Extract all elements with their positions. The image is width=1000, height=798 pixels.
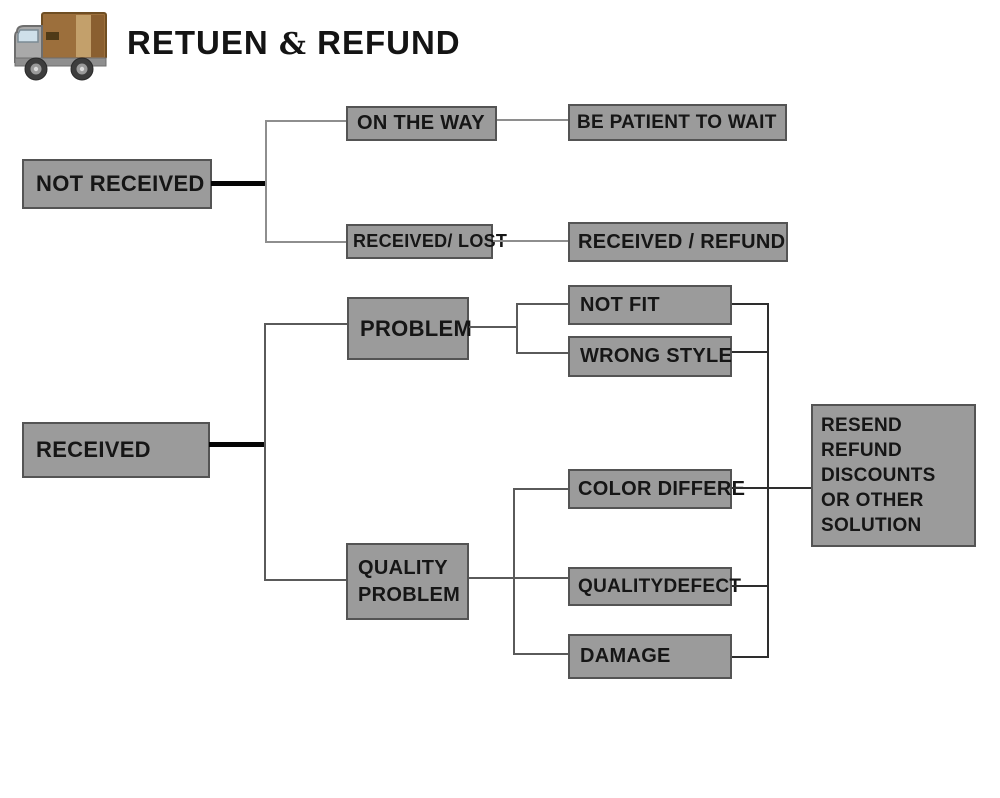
page-title: RETUEN & REFUND [127, 24, 461, 62]
connector-to-not-fit [518, 303, 568, 305]
node-not-received: NOT RECEIVED [22, 159, 212, 209]
node-label: DAMAGE [580, 645, 671, 667]
connector-to-damage [515, 653, 568, 655]
node-label: NOT FIT [580, 293, 660, 316]
node-label: RECEIVED [36, 437, 151, 462]
node-wrong-style: WRONG STYLE [568, 336, 732, 377]
connector-v-received [264, 323, 266, 581]
page-title-part1: RETUEN [127, 24, 269, 61]
connector-problem-stem [469, 326, 516, 328]
node-qualitydefect: QUALITYDEFECT [568, 567, 741, 606]
node-label: PROBLEM [360, 315, 473, 341]
node-label-line1: QUALITY [358, 556, 448, 579]
connector-to-color-differe [515, 488, 568, 490]
node-label: QUALITYDEFECT [578, 575, 742, 597]
node-solution: RESEND REFUND DISCOUNTS OR OTHER SOLUTIO… [811, 404, 976, 547]
node-received-lost: RECEIVED/ LOST [346, 224, 507, 259]
node-damage: DAMAGE [568, 634, 732, 679]
connector-to-problem [266, 323, 347, 325]
connector-received-stem [209, 442, 265, 447]
connector-received-lost-to-refund [493, 240, 568, 242]
connector-v-collector [767, 303, 769, 658]
node-received-refund: RECEIVED / REFUND [568, 222, 788, 262]
node-label: WRONG STYLE [580, 345, 733, 367]
connector-to-on-the-way [266, 120, 346, 122]
connector-not-fit-out [732, 303, 767, 305]
connector-damage-out [732, 656, 767, 658]
connector-v-quality-problem [513, 488, 515, 655]
ampersand: & [278, 27, 307, 62]
delivery-truck-icon [14, 12, 107, 81]
connector-color-differe-to-solution [732, 487, 811, 489]
node-label: BE PATIENT TO WAIT [577, 111, 777, 133]
connector-not-received-stem [211, 181, 266, 186]
connector-to-received-lost [266, 241, 346, 243]
node-label: COLOR DIFFERE [578, 477, 746, 500]
solution-line4: OR OTHER [821, 490, 924, 511]
node-on-the-way: ON THE WAY [346, 106, 497, 141]
node-label-line2: PROBLEM [358, 583, 461, 606]
connector-quality-problem-to-qualitydefect [469, 577, 568, 579]
connector-to-wrong-style [518, 352, 568, 354]
solution-line1: RESEND [821, 415, 902, 436]
node-color-differe: COLOR DIFFERE [568, 469, 745, 509]
connector-qualitydefect-out [732, 585, 767, 587]
connector-to-quality-problem [266, 579, 346, 581]
node-label: RECEIVED/ LOST [353, 231, 508, 251]
node-not-fit: NOT FIT [568, 285, 732, 325]
node-label: NOT RECEIVED [36, 171, 205, 196]
node-label: ON THE WAY [357, 112, 485, 134]
node-received: RECEIVED [22, 422, 210, 478]
connector-v-problem [516, 303, 518, 354]
page-title-part2: REFUND [317, 24, 461, 61]
solution-line5: SOLUTION [821, 515, 922, 536]
node-be-patient-to-wait: BE PATIENT TO WAIT [568, 104, 787, 141]
connector-v-not-received [265, 120, 267, 243]
connector-on-the-way-to-be-patient [497, 119, 568, 121]
node-label: RECEIVED / REFUND [578, 230, 786, 253]
solution-line2: REFUND [821, 440, 902, 461]
node-quality-problem: QUALITY PROBLEM [346, 543, 469, 620]
solution-line3: DISCOUNTS [821, 465, 936, 486]
connector-wrong-style-out [732, 351, 767, 353]
node-problem: PROBLEM [347, 297, 473, 360]
